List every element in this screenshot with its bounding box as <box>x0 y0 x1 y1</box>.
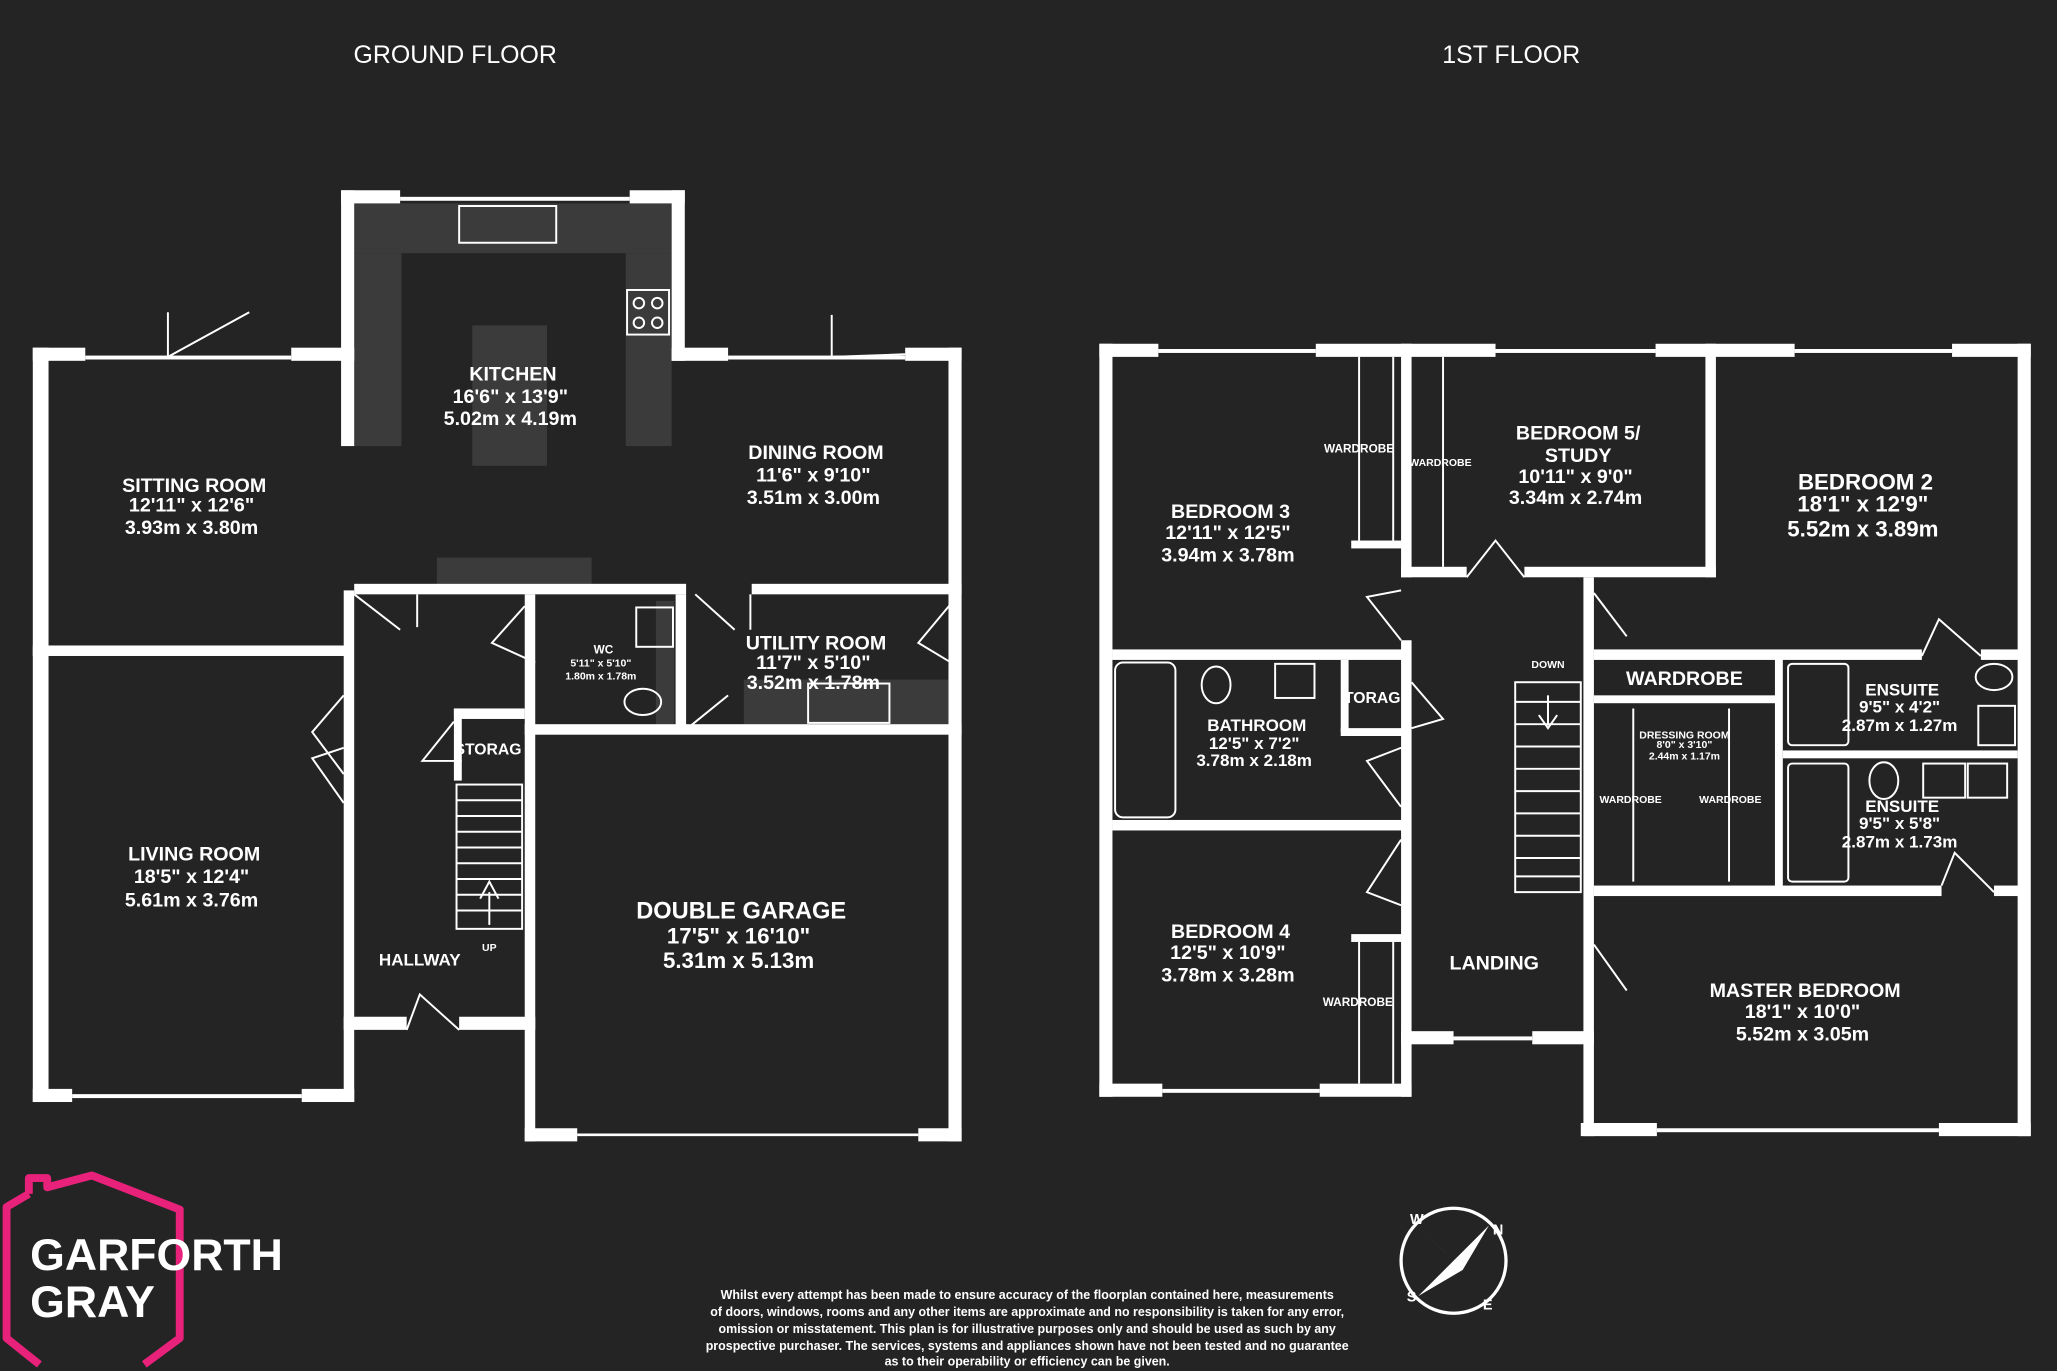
svg-text:ENSUITE: ENSUITE <box>1865 797 1939 816</box>
svg-text:omission or misstatement. This: omission or misstatement. This plan is f… <box>719 1322 1336 1336</box>
svg-text:3.94m x 3.78m: 3.94m x 3.78m <box>1161 545 1294 567</box>
svg-text:WARDROBE: WARDROBE <box>1323 995 1393 1009</box>
svg-text:DOUBLE GARAGE: DOUBLE GARAGE <box>636 898 846 924</box>
svg-text:18'1" x 12'9": 18'1" x 12'9" <box>1797 492 1928 517</box>
svg-text:5'11" x 5'10": 5'11" x 5'10" <box>570 658 631 669</box>
svg-text:WARDROBE: WARDROBE <box>1699 795 1761 806</box>
svg-text:WARDROBE: WARDROBE <box>1599 795 1661 806</box>
svg-text:8'0" x 3'10": 8'0" x 3'10" <box>1657 740 1713 751</box>
first-floor-plan <box>1099 343 2031 1137</box>
svg-text:5.61m x 3.76m: 5.61m x 3.76m <box>125 890 258 912</box>
svg-text:HALLWAY: HALLWAY <box>379 951 461 970</box>
svg-text:5.52m x 3.05m: 5.52m x 3.05m <box>1736 1023 1869 1045</box>
ground-floor-title: GROUND FLOOR <box>354 41 557 69</box>
svg-text:WARDROBE: WARDROBE <box>1324 442 1394 456</box>
svg-text:2.87m x 1.27m: 2.87m x 1.27m <box>1842 716 1958 735</box>
svg-text:2.87m x 1.73m: 2.87m x 1.73m <box>1842 833 1958 852</box>
svg-text:BEDROOM 3: BEDROOM 3 <box>1171 501 1290 523</box>
svg-text:WC: WC <box>594 642 614 656</box>
svg-text:5.52m x 3.89m: 5.52m x 3.89m <box>1787 517 1938 542</box>
first-floor-title: 1ST FLOOR <box>1442 41 1580 69</box>
svg-text:3.78m x 3.28m: 3.78m x 3.28m <box>1161 964 1294 986</box>
svg-text:KITCHEN: KITCHEN <box>469 363 556 385</box>
svg-text:1.80m x 1.78m: 1.80m x 1.78m <box>565 672 636 683</box>
svg-text:GRAY: GRAY <box>30 1278 155 1327</box>
svg-text:2.44m x 1.17m: 2.44m x 1.17m <box>1649 752 1720 763</box>
disclaimer: Whilst every attempt has been made to en… <box>706 1288 1349 1369</box>
svg-text:W: W <box>1410 1212 1424 1228</box>
svg-text:WARDROBE: WARDROBE <box>1409 458 1471 469</box>
svg-text:DRESSING ROOM: DRESSING ROOM <box>1639 731 1730 742</box>
svg-text:UTILITY ROOM: UTILITY ROOM <box>746 632 887 654</box>
svg-text:BEDROOM 4: BEDROOM 4 <box>1171 921 1290 943</box>
first-floor-labels: BEDROOM 3 12'11" x 12'5" 3.94m x 3.78m B… <box>1161 423 1957 1046</box>
svg-text:11'6" x 9'10": 11'6" x 9'10" <box>756 465 870 487</box>
svg-text:12'11" x 12'6": 12'11" x 12'6" <box>129 495 254 517</box>
svg-text:GARFORTH: GARFORTH <box>30 1231 283 1280</box>
svg-text:3.51m x 3.00m: 3.51m x 3.00m <box>747 487 880 509</box>
svg-text:BEDROOM 2: BEDROOM 2 <box>1798 469 1933 494</box>
svg-text:18'1" x 10'0": 18'1" x 10'0" <box>1745 1001 1860 1023</box>
svg-text:17'5" x 16'10": 17'5" x 16'10" <box>667 923 810 948</box>
svg-text:prospective purchaser. The ser: prospective purchaser. The services, sys… <box>706 1339 1349 1353</box>
svg-text:LIVING ROOM: LIVING ROOM <box>128 844 260 866</box>
svg-text:3.93m x 3.80m: 3.93m x 3.80m <box>125 517 258 539</box>
svg-text:16'6" x 13'9": 16'6" x 13'9" <box>453 386 568 408</box>
svg-text:9'5" x 4'2": 9'5" x 4'2" <box>1859 697 1940 716</box>
svg-text:DOWN: DOWN <box>1531 660 1564 671</box>
ground-floor-plan <box>32 190 962 1142</box>
ground-floor-labels: KITCHEN 16'6" x 13'9" 5.02m x 4.19m SITT… <box>122 363 886 973</box>
svg-text:STORAG: STORAG <box>454 741 521 758</box>
svg-text:BEDROOM 5/: BEDROOM 5/ <box>1516 423 1641 445</box>
garforth-gray-logo: GARFORTH GRAY <box>2 1171 283 1368</box>
svg-text:MASTER BEDROOM: MASTER BEDROOM <box>1710 980 1901 1002</box>
svg-text:12'11" x 12'5": 12'11" x 12'5" <box>1165 522 1290 544</box>
svg-text:Whilst every attempt has been: Whilst every attempt has been made to en… <box>721 1288 1334 1302</box>
svg-text:DINING ROOM: DINING ROOM <box>748 442 883 464</box>
svg-text:3.52m x 1.78m: 3.52m x 1.78m <box>747 672 880 694</box>
svg-text:3.78m x 2.18m: 3.78m x 2.18m <box>1196 751 1312 770</box>
svg-text:UP: UP <box>482 943 497 954</box>
svg-text:S: S <box>1407 1289 1417 1305</box>
svg-text:10'11" x 9'0": 10'11" x 9'0" <box>1518 466 1632 488</box>
svg-text:N: N <box>1493 1223 1503 1239</box>
svg-text:SITTING ROOM: SITTING ROOM <box>122 475 266 497</box>
svg-text:as to their operability or eff: as to their operability or efficiency ca… <box>885 1355 1170 1369</box>
svg-text:ENSUITE: ENSUITE <box>1865 680 1939 699</box>
svg-text:WARDROBE: WARDROBE <box>1626 668 1743 690</box>
svg-text:12'5" x 10'9": 12'5" x 10'9" <box>1170 942 1285 964</box>
svg-text:18'5" x 12'4": 18'5" x 12'4" <box>134 866 249 888</box>
svg-text:TORAGE: TORAGE <box>1344 690 1411 707</box>
svg-text:9'5" x 5'8": 9'5" x 5'8" <box>1859 814 1940 833</box>
svg-text:STUDY: STUDY <box>1545 445 1612 467</box>
svg-text:E: E <box>1483 1297 1493 1313</box>
svg-text:12'5" x 7'2": 12'5" x 7'2" <box>1209 734 1300 753</box>
svg-text:5.31m x 5.13m: 5.31m x 5.13m <box>663 948 814 973</box>
svg-text:11'7" x 5'10": 11'7" x 5'10" <box>756 652 870 674</box>
svg-text:BATHROOM: BATHROOM <box>1207 716 1306 735</box>
svg-text:of doors, windows, rooms and a: of doors, windows, rooms and any other i… <box>710 1305 1344 1319</box>
svg-text:5.02m x 4.19m: 5.02m x 4.19m <box>444 408 577 430</box>
svg-text:LANDING: LANDING <box>1449 953 1539 975</box>
svg-text:3.34m x 2.74m: 3.34m x 2.74m <box>1509 487 1642 509</box>
